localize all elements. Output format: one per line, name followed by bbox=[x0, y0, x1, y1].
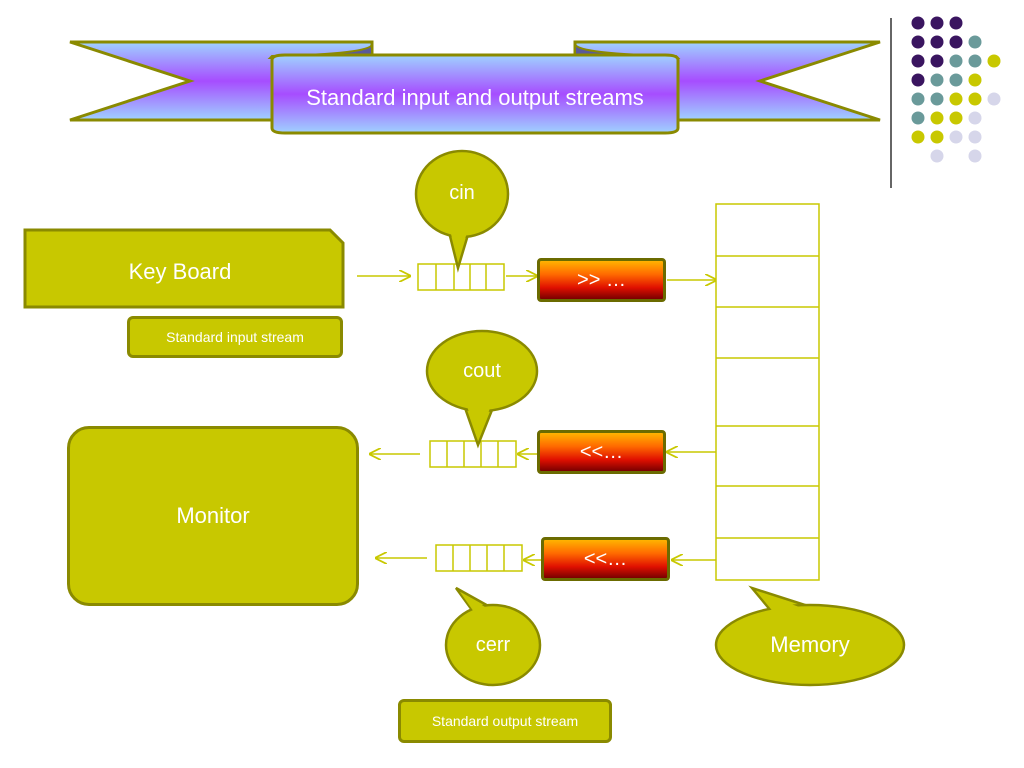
decorative-dot bbox=[911, 111, 925, 125]
output-queue bbox=[429, 440, 517, 468]
monitor-label: Monitor bbox=[176, 503, 250, 528]
decorative-dot bbox=[949, 111, 963, 125]
decorative-dot bbox=[968, 73, 982, 87]
memory-label: Memory bbox=[770, 632, 850, 657]
decorative-dot bbox=[987, 92, 1001, 106]
title-banner bbox=[69, 40, 881, 135]
decorative-dot bbox=[930, 92, 944, 106]
banner-center bbox=[270, 53, 680, 135]
decorative-dot bbox=[949, 73, 963, 87]
decorative-dot bbox=[930, 111, 944, 125]
decorative-dot bbox=[911, 130, 925, 144]
decorative-dot bbox=[968, 35, 982, 49]
decorative-dot bbox=[911, 35, 925, 49]
decorative-dot bbox=[949, 35, 963, 49]
cout-label: cout bbox=[463, 359, 501, 382]
extraction-operator-box: >> … bbox=[537, 258, 666, 302]
decorative-dot bbox=[930, 35, 944, 49]
decorative-dot bbox=[968, 130, 982, 144]
decorative-dot bbox=[911, 73, 925, 87]
decorative-dot bbox=[930, 16, 944, 30]
decorative-dot bbox=[949, 16, 963, 30]
input-queue bbox=[417, 263, 505, 291]
decorative-dot bbox=[911, 16, 925, 30]
cerr-callout bbox=[444, 586, 542, 687]
insertion-operator-box-1: <<… bbox=[537, 430, 666, 474]
decorative-dot bbox=[949, 54, 963, 68]
decorative-dot-grid bbox=[890, 16, 1001, 188]
decorative-dot bbox=[968, 149, 982, 163]
decorative-dot bbox=[911, 54, 925, 68]
decorative-dot bbox=[987, 54, 1001, 68]
decorative-dot bbox=[949, 130, 963, 144]
decorative-dot bbox=[930, 73, 944, 87]
decorative-dot bbox=[968, 54, 982, 68]
decorative-dot bbox=[949, 92, 963, 106]
memory-grid bbox=[715, 203, 820, 581]
decorative-dot bbox=[930, 130, 944, 144]
cerr-label: cerr bbox=[475, 633, 511, 656]
standard-input-stream-label: Standard input stream bbox=[127, 316, 343, 358]
memory-callout bbox=[714, 585, 906, 687]
error-queue bbox=[435, 544, 523, 572]
decorative-dot bbox=[930, 149, 944, 163]
decorative-dot bbox=[930, 54, 944, 68]
keyboard-box bbox=[23, 228, 345, 309]
keyboard-label: Key Board bbox=[128, 259, 232, 284]
decorative-dot bbox=[968, 92, 982, 106]
cout-callout bbox=[425, 329, 539, 449]
cin-callout bbox=[414, 149, 510, 273]
monitor-box: Monitor bbox=[67, 426, 359, 606]
insertion-operator-box-2: <<… bbox=[541, 537, 670, 581]
standard-output-stream-label: Standard output stream bbox=[398, 699, 612, 743]
page-title: Standard input and output streams bbox=[306, 85, 644, 110]
cin-label: cin bbox=[449, 181, 475, 204]
decorative-dot bbox=[911, 92, 925, 106]
decorative-dot bbox=[968, 111, 982, 125]
